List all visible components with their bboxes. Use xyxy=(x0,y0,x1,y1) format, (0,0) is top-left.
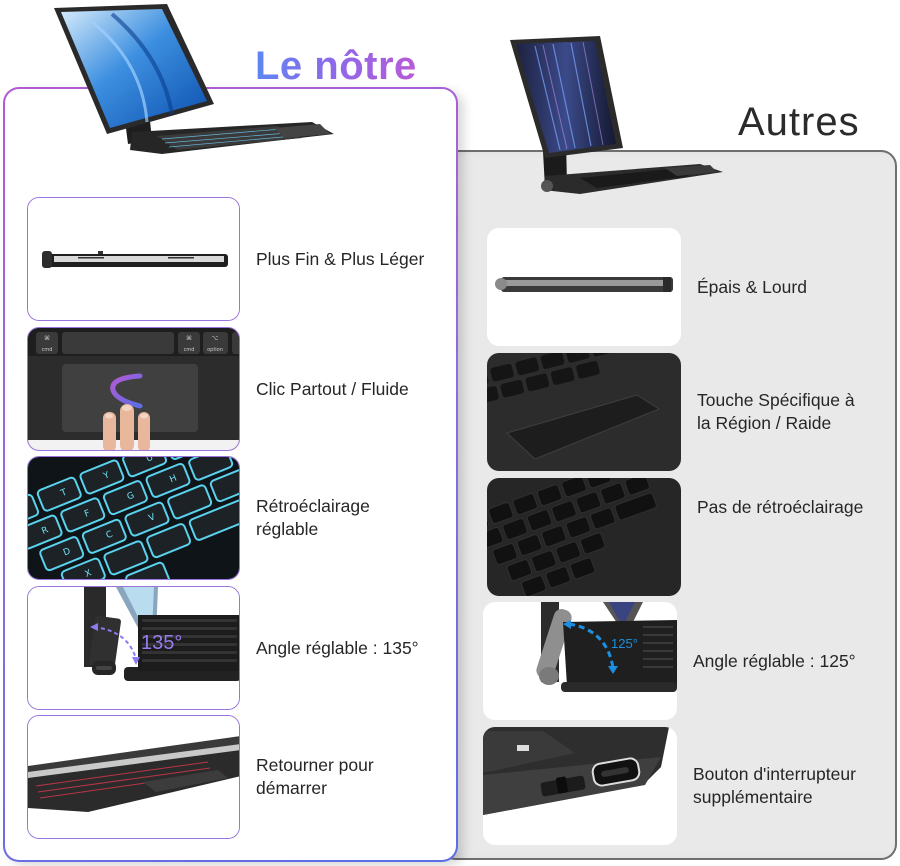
ours-feature-row: Retourner pour démarrer xyxy=(27,715,390,839)
svg-text:⌘: ⌘ xyxy=(186,335,192,342)
svg-text:⌥: ⌥ xyxy=(212,335,219,342)
feature-label: Angle réglable : 125° xyxy=(693,650,856,671)
svg-text:R: R xyxy=(40,525,50,537)
svg-text:cmd: cmd xyxy=(184,347,195,353)
feature-label: Rétroéclairage réglable xyxy=(256,496,370,539)
stiff-trackpad-image xyxy=(487,353,681,471)
svg-text:D: D xyxy=(62,547,72,559)
others-feature-row: Touche Spécifique à la Région / Raide xyxy=(487,353,871,471)
svg-text:U: U xyxy=(145,457,155,465)
trackpad-gesture-image: ⌘ ⌘ ⌥ cmd cmd option xyxy=(27,327,240,451)
feature-label: Angle réglable : 135° xyxy=(256,637,419,658)
svg-text:125°: 125° xyxy=(611,636,638,651)
others-title: Autres xyxy=(738,100,860,144)
thin-profile-image xyxy=(27,197,240,321)
others-feature-row: 125° Angle réglable : 125° xyxy=(483,602,856,720)
ours-feature-row: 135° Angle réglable : 135° xyxy=(27,586,419,710)
unlit-keys-image xyxy=(487,478,681,596)
thick-profile-image xyxy=(487,228,681,346)
feature-label: Épais & Lourd xyxy=(697,276,807,297)
feature-label: Plus Fin & Plus Léger xyxy=(256,248,425,269)
svg-text:C: C xyxy=(105,530,115,542)
svg-text:⌘: ⌘ xyxy=(44,335,50,342)
svg-text:G: G xyxy=(126,491,136,503)
ours-title: Le nôtre xyxy=(255,44,417,88)
power-switch-image xyxy=(483,727,677,845)
svg-text:Y: Y xyxy=(101,470,111,482)
svg-text:T: T xyxy=(59,487,69,499)
svg-text:X: X xyxy=(84,568,93,580)
others-feature-row: Bouton d'interrupteur supplémentaire xyxy=(483,727,877,845)
feature-label: Clic Partout / Fluide xyxy=(256,378,409,399)
others-feature-row: Pas de rétroéclairage xyxy=(487,478,863,596)
flip-to-start-image xyxy=(27,715,240,839)
others-feature-row: Épais & Lourd xyxy=(487,228,807,346)
hinge-angle-135-image: 135° xyxy=(27,586,240,710)
svg-text:V: V xyxy=(147,512,157,524)
svg-text:H: H xyxy=(168,473,178,485)
svg-text:135°: 135° xyxy=(141,632,182,654)
svg-text:F: F xyxy=(83,509,92,520)
ours-feature-row: ⌘ ⌘ ⌥ cmd cmd option Clic Partout / Flui… xyxy=(27,327,409,451)
ours-feature-row: Plus Fin & Plus Léger xyxy=(27,197,424,321)
feature-label: Touche Spécifique à la Région / Raide xyxy=(697,390,855,433)
feature-label: Retourner pour démarrer xyxy=(256,755,374,798)
svg-text:option: option xyxy=(207,347,223,353)
feature-label: Pas de rétroéclairage xyxy=(697,496,864,517)
svg-text:cmd: cmd xyxy=(42,347,53,353)
feature-label: Bouton d'interrupteur supplémentaire xyxy=(693,764,856,807)
ours-product-image xyxy=(52,2,337,157)
hinge-angle-125-image: 125° xyxy=(483,602,677,720)
others-product-image xyxy=(505,36,727,201)
